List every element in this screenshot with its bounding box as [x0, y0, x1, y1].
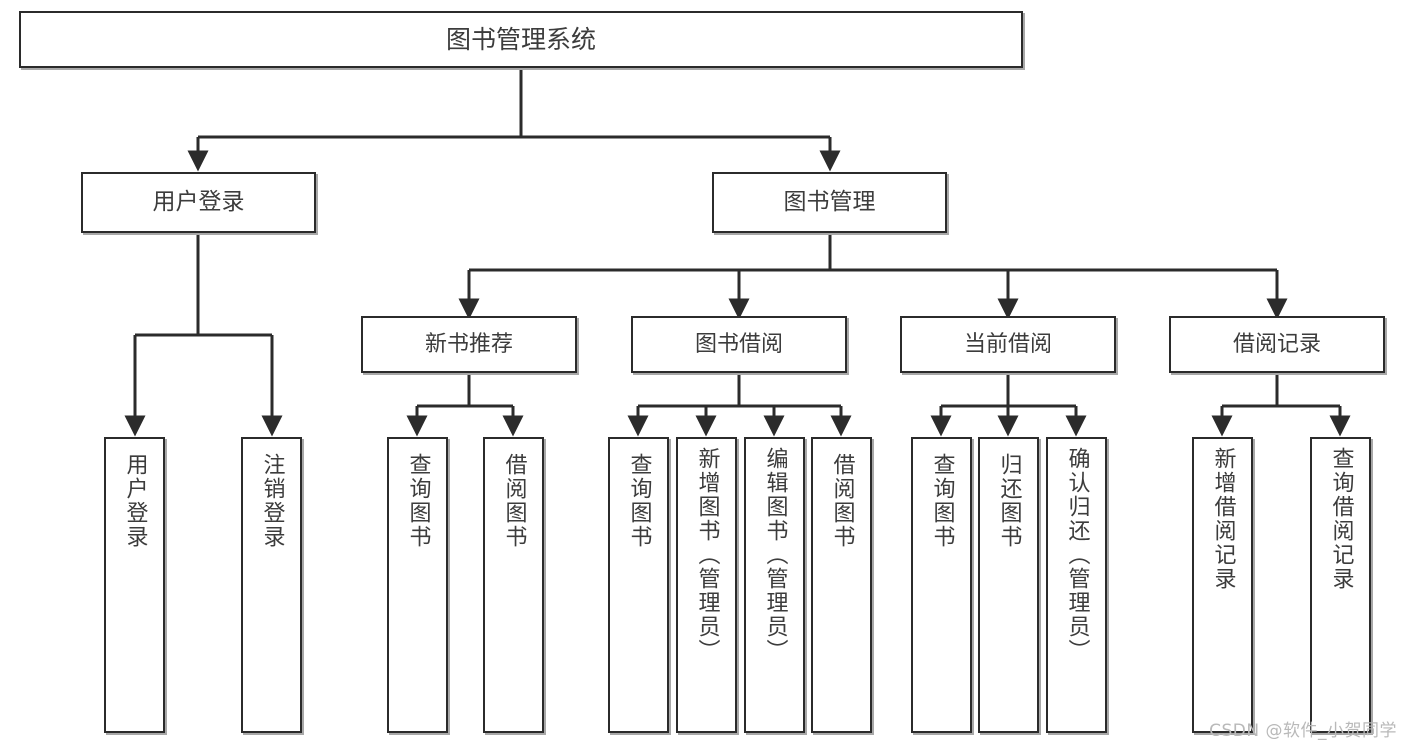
node-leaf-new-book-borrow[interactable]: 借阅图书 — [483, 437, 544, 733]
node-leaf-current-borrow-confirm[interactable]: 确认归还（管理员） — [1046, 437, 1107, 733]
node-root-system[interactable]: 图书管理系统 — [19, 11, 1023, 68]
node-leaf-current-borrow-return[interactable]: 归还图书 — [978, 437, 1039, 733]
node-leaf-new-book-query[interactable]: 查询图书 — [387, 437, 448, 733]
node-sub-borrow-record[interactable]: 借阅记录 — [1169, 316, 1385, 373]
node-sub-current-borrow[interactable]: 当前借阅 — [900, 316, 1116, 373]
node-leaf-current-borrow-confirm-label: 确认归还（管理员） — [1064, 447, 1090, 663]
node-sub-current-borrow-label: 当前借阅 — [963, 331, 1052, 357]
node-leaf-user-login-logout[interactable]: 注销登录 — [241, 437, 302, 733]
node-root-system-label: 图书管理系统 — [445, 24, 596, 54]
node-leaf-current-borrow-query[interactable]: 查询图书 — [911, 437, 972, 733]
node-leaf-current-borrow-query-label: 查询图书 — [929, 453, 955, 549]
node-leaf-borrow-record-add[interactable]: 新增借阅记录 — [1192, 437, 1253, 733]
node-leaf-current-borrow-return-label: 归还图书 — [996, 453, 1022, 549]
node-sub-book-borrow-label: 图书借阅 — [694, 331, 783, 357]
node-leaf-book-borrow-edit-label: 编辑图书（管理员） — [762, 447, 788, 663]
node-leaf-book-borrow-query-label: 查询图书 — [626, 453, 652, 549]
node-leaf-borrow-record-add-label: 新增借阅记录 — [1210, 447, 1236, 591]
node-leaf-book-borrow-borrow-label: 借阅图书 — [829, 453, 855, 549]
node-leaf-new-book-query-label: 查询图书 — [405, 453, 431, 549]
node-leaf-borrow-record-query-label: 查询借阅记录 — [1328, 447, 1354, 591]
node-leaf-book-borrow-borrow[interactable]: 借阅图书 — [811, 437, 872, 733]
node-leaf-book-borrow-query[interactable]: 查询图书 — [608, 437, 669, 733]
node-module-book-manage[interactable]: 图书管理 — [712, 172, 947, 233]
node-module-user-login[interactable]: 用户登录 — [81, 172, 316, 233]
node-leaf-user-login-logout-label: 注销登录 — [259, 453, 285, 549]
node-sub-new-book-recommend[interactable]: 新书推荐 — [361, 316, 577, 373]
node-module-book-manage-label: 图书管理 — [783, 188, 876, 215]
node-leaf-book-borrow-add[interactable]: 新增图书（管理员） — [676, 437, 737, 733]
node-sub-new-book-recommend-label: 新书推荐 — [424, 331, 513, 357]
node-sub-book-borrow[interactable]: 图书借阅 — [631, 316, 847, 373]
node-leaf-user-login-login[interactable]: 用户登录 — [104, 437, 165, 733]
node-sub-borrow-record-label: 借阅记录 — [1232, 331, 1321, 357]
node-module-user-login-label: 用户登录 — [152, 188, 245, 215]
node-leaf-book-borrow-edit[interactable]: 编辑图书（管理员） — [744, 437, 805, 733]
node-leaf-new-book-borrow-label: 借阅图书 — [501, 453, 527, 549]
node-leaf-user-login-login-label: 用户登录 — [122, 453, 148, 549]
node-leaf-book-borrow-add-label: 新增图书（管理员） — [694, 447, 720, 663]
csdn-watermark: CSDN @软件_小贺同学 — [1209, 721, 1397, 741]
node-leaf-borrow-record-query[interactable]: 查询借阅记录 — [1310, 437, 1371, 733]
